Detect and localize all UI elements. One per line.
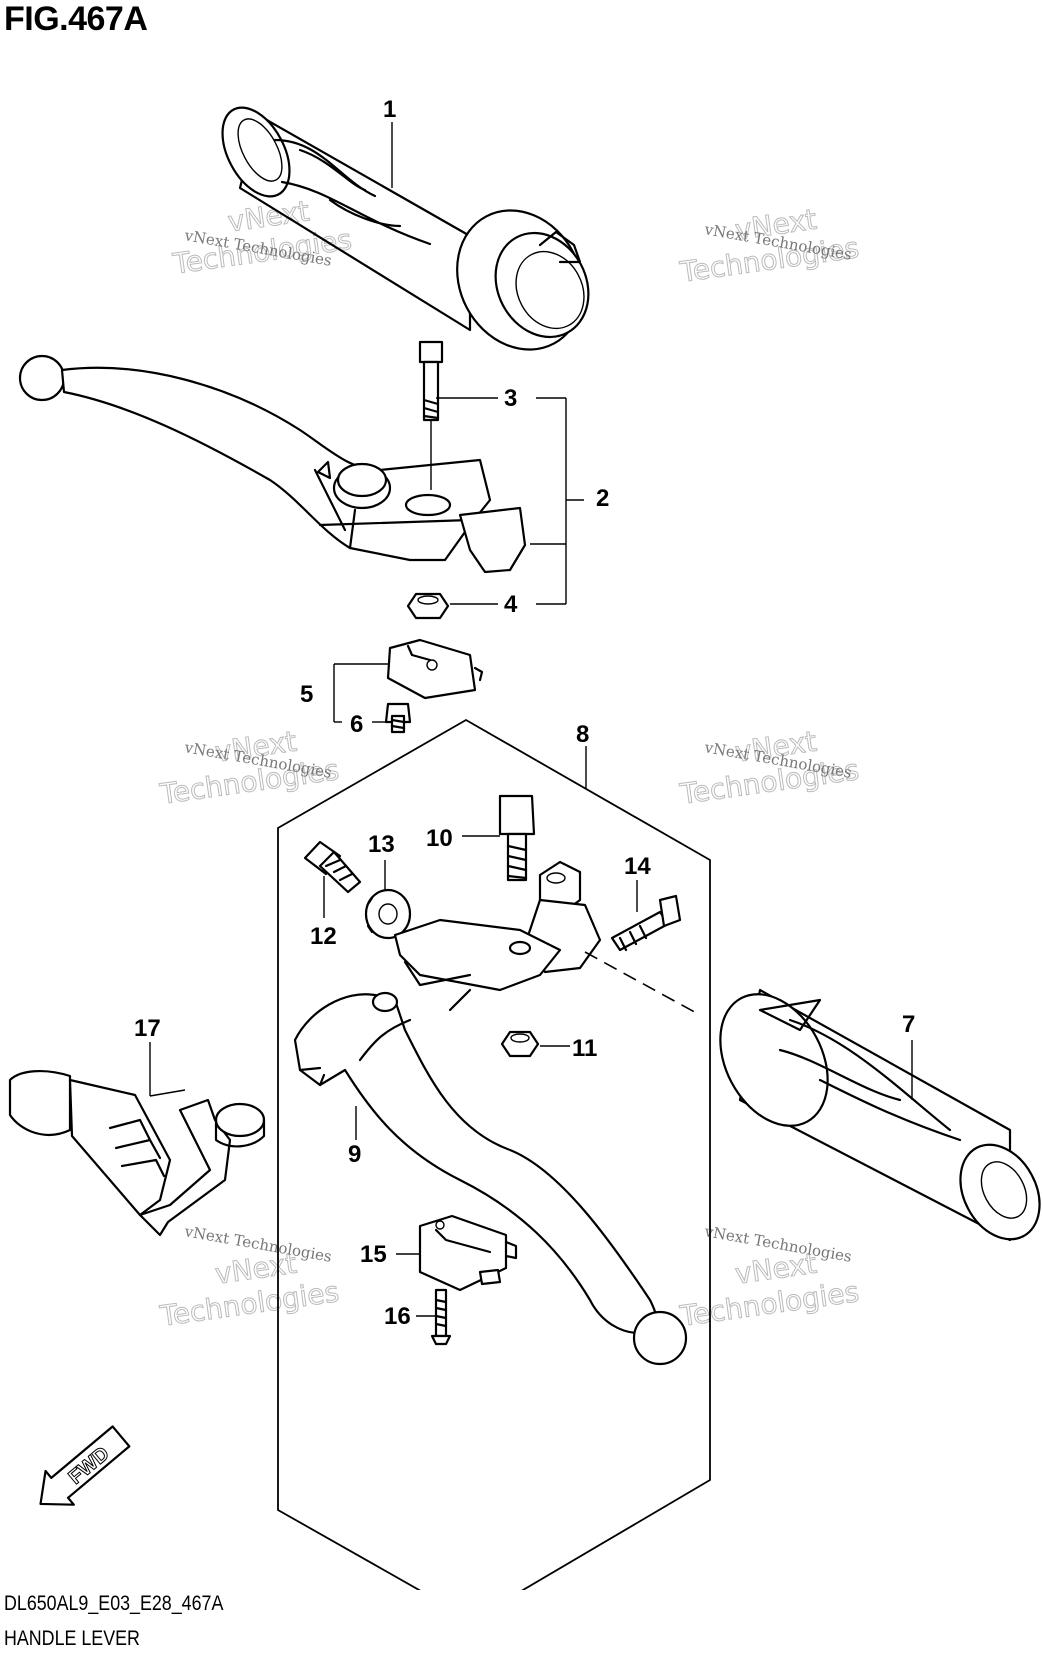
- clutch-lever: [293, 991, 688, 1366]
- diagram-name: HANDLE LEVER: [4, 1627, 140, 1650]
- clutch-switch: [418, 1214, 518, 1292]
- perch-clamp-bolt: [610, 894, 682, 952]
- part-label-12: 12: [310, 923, 337, 950]
- leader-lines: [149, 122, 913, 1317]
- part-label-7: 7: [902, 1011, 915, 1038]
- diagram-code: DL650AL9_E03_E28_467A: [4, 1592, 224, 1615]
- exploded-parts-diagram: Technologies vNext vNext Technologies Te…: [8, 96, 1041, 1590]
- clutch-assembly-frame: [277, 718, 711, 1590]
- part-label-14: 14: [624, 853, 651, 880]
- part-label-8: 8: [576, 721, 589, 748]
- grip-lower: [719, 988, 1041, 1242]
- switch-screw: [384, 702, 412, 734]
- clutch-perch-bracket: [393, 860, 602, 1012]
- cable-adjuster: [303, 840, 362, 894]
- brake-lever-upper: [18, 354, 527, 574]
- fwd-arrow-icon: FWD: [39, 1425, 131, 1506]
- throttle-sleeve: [8, 1069, 266, 1237]
- grip-upper: [221, 106, 590, 351]
- part-label-4: 4: [504, 591, 518, 618]
- part-label-15: 15: [360, 1241, 387, 1268]
- part-number-labels: 1 2 3 4 5 6 7 8 9 10 11 12 13 14 15 16 1…: [134, 96, 915, 1330]
- clutch-pivot-bolt: [498, 794, 536, 882]
- part-label-9: 9: [348, 1141, 361, 1168]
- adjuster-locknut: [364, 888, 412, 940]
- part-label-2: 2: [596, 485, 609, 512]
- clutch-cable-line: [584, 951, 701, 1016]
- part-label-6: 6: [350, 711, 363, 738]
- bolt-pivot: [418, 340, 444, 490]
- part-label-13: 13: [368, 831, 395, 858]
- part-label-16: 16: [384, 1303, 411, 1330]
- front-brake-switch: [386, 638, 484, 700]
- part-label-3: 3: [504, 385, 517, 412]
- part-label-17: 17: [134, 1015, 161, 1042]
- figure-title: FIG.467A: [4, 0, 148, 38]
- part-label-5: 5: [300, 681, 313, 708]
- clutch-switch-screw: [430, 1288, 452, 1346]
- nut-lever: [406, 592, 450, 620]
- clutch-pivot-nut: [500, 1030, 540, 1058]
- part-label-1: 1: [383, 96, 396, 123]
- part-label-10: 10: [426, 825, 453, 852]
- part-label-11: 11: [572, 1035, 597, 1062]
